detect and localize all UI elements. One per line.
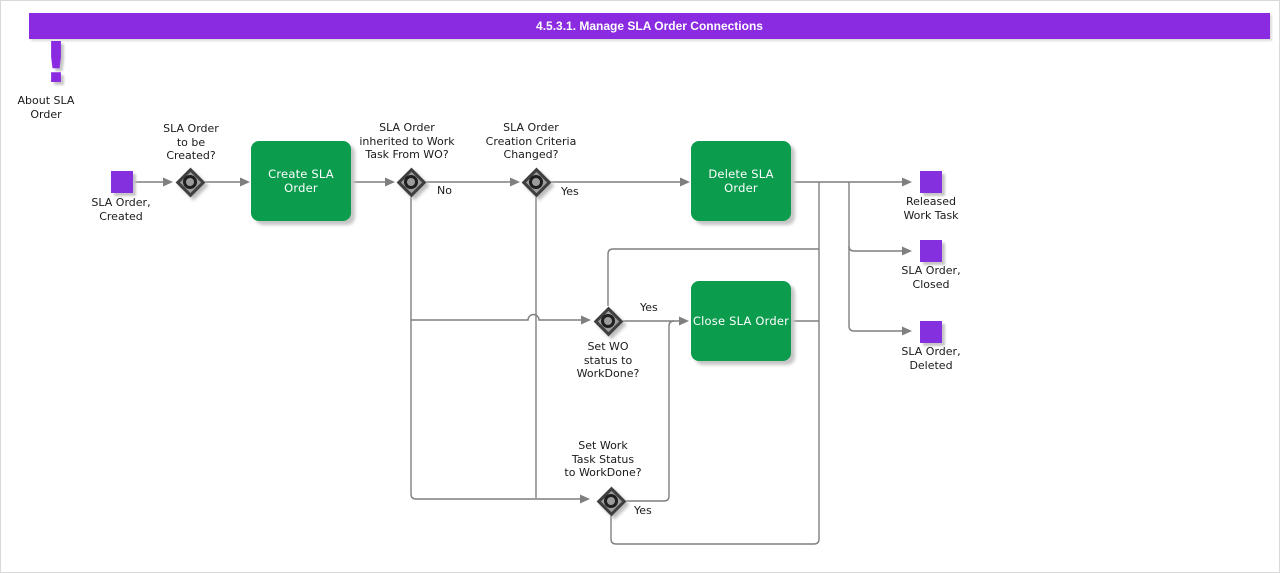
activity-delete-sla-order[interactable]: Delete SLA Order: [691, 141, 791, 221]
arrowheads: [163, 177, 912, 504]
ring-icon: [601, 314, 615, 328]
state-sla-order-deleted-label: SLA Order, Deleted: [901, 345, 961, 372]
ring-icon: [183, 175, 197, 189]
about-label: About SLA Order: [17, 94, 75, 121]
activity-create-sla-order[interactable]: Create SLA Order: [251, 141, 351, 221]
state-sla-order-closed-label: SLA Order, Closed: [901, 264, 961, 291]
page-title: 4.5.3.1. Manage SLA Order Connections: [536, 19, 763, 33]
edge-label-no: No: [437, 184, 452, 197]
edge-label-yes-close: Yes: [640, 301, 658, 314]
decision-sla-order-inherited: [396, 167, 426, 197]
state-sla-order-created: [111, 171, 133, 193]
state-sla-order-created-label: SLA Order, Created: [91, 196, 151, 223]
decision-set-wo-status-workdone: [593, 306, 623, 336]
decision-set-work-task-status-workdone: [596, 486, 626, 516]
activity-create-sla-order-label: Create SLA Order: [268, 166, 334, 196]
activity-delete-sla-order-label: Delete SLA Order: [708, 166, 774, 196]
edge-label-yes-bottom: Yes: [634, 504, 652, 517]
decision-creation-criteria-changed: [521, 167, 551, 197]
decision-3-question: SLA Order Creation Criteria Changed?: [485, 121, 577, 161]
edge-d2-branch-to-d4-with-hop: [411, 313, 581, 321]
decision-sla-order-to-be-created: [175, 167, 205, 197]
branch-to-closed: [848, 245, 902, 252]
activity-close-sla-order[interactable]: Close SLA Order: [691, 281, 791, 361]
about-sla-order-link[interactable]: !: [11, 31, 101, 123]
state-sla-order-closed: [920, 240, 942, 262]
decision-1-question: SLA Order to be Created?: [163, 122, 219, 162]
ring-icon: [529, 175, 543, 189]
edge-label-yes-delete: Yes: [561, 185, 579, 198]
decision-4-question: Set WO status to WorkDone?: [576, 340, 640, 380]
decision-5-question: Set Work Task Status to WorkDone?: [564, 439, 642, 479]
ring-icon: [404, 175, 418, 189]
state-sla-order-deleted: [920, 321, 942, 343]
state-released-work-task: [920, 171, 942, 193]
edge-d5-bottom-to-trunk: [610, 516, 820, 545]
decision-2-question: SLA Order inherited to Work Task From WO…: [359, 121, 455, 161]
ring-icon: [604, 494, 618, 508]
diagram-title-bar: 4.5.3.1. Manage SLA Order Connections: [29, 13, 1270, 39]
state-released-work-task-label: Released Work Task: [903, 195, 959, 222]
activity-close-sla-order-label: Close SLA Order: [692, 313, 790, 328]
exclamation-icon: !: [43, 31, 69, 96]
